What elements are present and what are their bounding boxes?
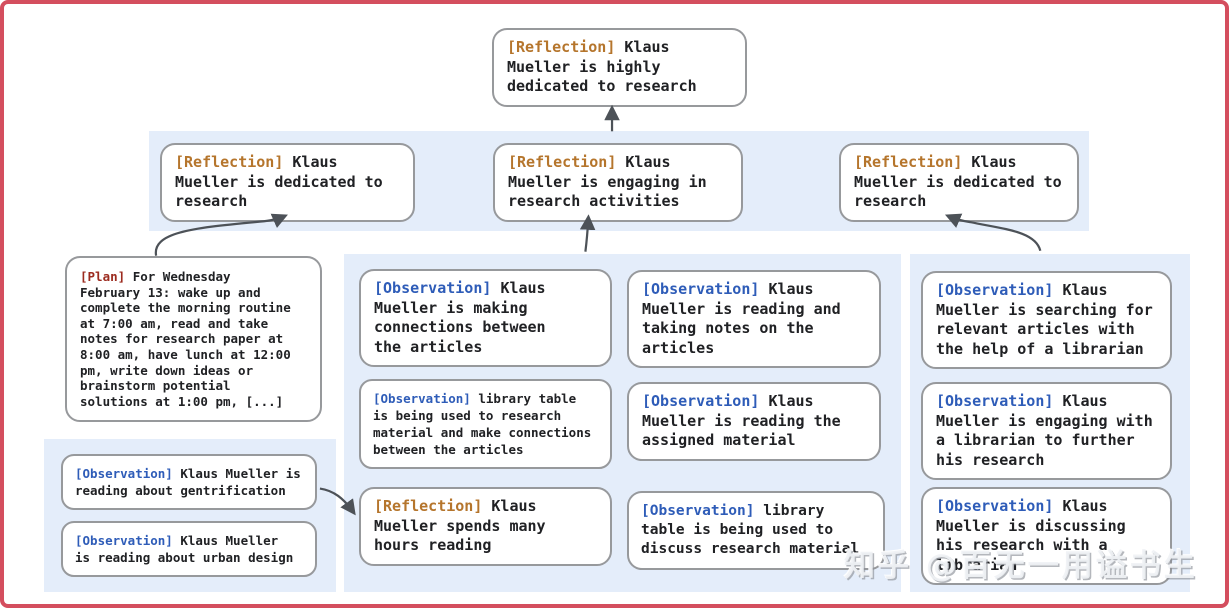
- node-text: Klaus Mueller is reading the assigned ma…: [642, 392, 841, 449]
- node-tag: [Reflection]: [508, 153, 617, 171]
- node-tag: [Observation]: [374, 279, 492, 297]
- node-text: Klaus Mueller is reading and taking note…: [642, 280, 841, 357]
- node-observation-searching-articles: [Observation] Klaus Mueller is searching…: [921, 271, 1172, 369]
- node-tag: [Observation]: [936, 497, 1054, 515]
- node-reflection-hours-reading: [Reflection] Klaus Mueller spends many h…: [359, 487, 612, 566]
- node-tag: [Reflection]: [854, 153, 963, 171]
- zhihu-watermark: 知乎 @百无一用谥书生: [844, 548, 1198, 584]
- node-reflection-top: [Reflection] Klaus Mueller is highly ded…: [492, 28, 747, 107]
- node-observation-engaging-librarian: [Observation] Klaus Mueller is engaging …: [921, 382, 1172, 480]
- node-observation-library-table-research: [Observation] library table is being use…: [359, 379, 612, 469]
- node-observation-connections: [Observation] Klaus Mueller is making co…: [359, 269, 612, 367]
- node-text: Klaus Mueller is reading about gentrific…: [75, 466, 301, 498]
- node-reflection-left: [Reflection] Klaus Mueller is dedicated …: [160, 143, 415, 222]
- node-text: Klaus Mueller is making connections betw…: [374, 279, 546, 356]
- node-tag: [Observation]: [936, 281, 1054, 299]
- node-tag: [Observation]: [641, 503, 755, 519]
- node-text: Klaus Mueller is highly dedicated to res…: [507, 38, 697, 95]
- node-tag: [Plan]: [80, 269, 126, 284]
- node-observation-gentrification: [Observation] Klaus Mueller is reading a…: [61, 454, 317, 510]
- node-text: library table is being used to research …: [373, 391, 592, 457]
- node-tag: [Observation]: [642, 392, 760, 410]
- node-text: Klaus Mueller is searching for relevant …: [936, 281, 1153, 358]
- node-observation-library-table-discuss: [Observation] library table is being use…: [627, 491, 885, 570]
- node-tag: [Observation]: [936, 392, 1054, 410]
- node-reflection-right: [Reflection] Klaus Mueller is dedicated …: [839, 143, 1079, 222]
- node-text: Klaus Mueller is dedicated to research: [854, 153, 1062, 210]
- node-tag: [Reflection]: [374, 497, 483, 515]
- node-tag: [Observation]: [75, 466, 173, 481]
- node-text: For Wednesday February 13: wake up and c…: [80, 269, 291, 409]
- node-text: Klaus Mueller is dedicated to research: [175, 153, 383, 210]
- node-text: Klaus Mueller is reading about urban des…: [75, 533, 294, 565]
- node-tag: [Reflection]: [175, 153, 284, 171]
- node-text: Klaus Mueller is discussing his research…: [936, 497, 1126, 574]
- node-tag: [Observation]: [642, 280, 760, 298]
- node-plan: [Plan] For Wednesday February 13: wake u…: [65, 256, 322, 423]
- node-text: Klaus Mueller spends many hours reading: [374, 497, 546, 554]
- node-reflection-middle: [Reflection] Klaus Mueller is engaging i…: [493, 143, 743, 222]
- node-observation-assigned-material: [Observation] Klaus Mueller is reading t…: [627, 382, 881, 461]
- node-text: Klaus Mueller is engaging with a librari…: [936, 392, 1153, 469]
- node-observation-discussing-research: [Observation] Klaus Mueller is discussin…: [921, 487, 1172, 585]
- node-tag: [Reflection]: [507, 38, 616, 56]
- node-text: library table is being used to discuss r…: [641, 503, 860, 557]
- node-observation-taking-notes: [Observation] Klaus Mueller is reading a…: [627, 270, 881, 368]
- node-observation-urban-design: [Observation] Klaus Mueller is reading a…: [61, 521, 317, 577]
- node-text: Klaus Mueller is engaging in research ac…: [508, 153, 707, 210]
- node-tag: [Observation]: [75, 533, 173, 548]
- node-tag: [Observation]: [373, 391, 471, 406]
